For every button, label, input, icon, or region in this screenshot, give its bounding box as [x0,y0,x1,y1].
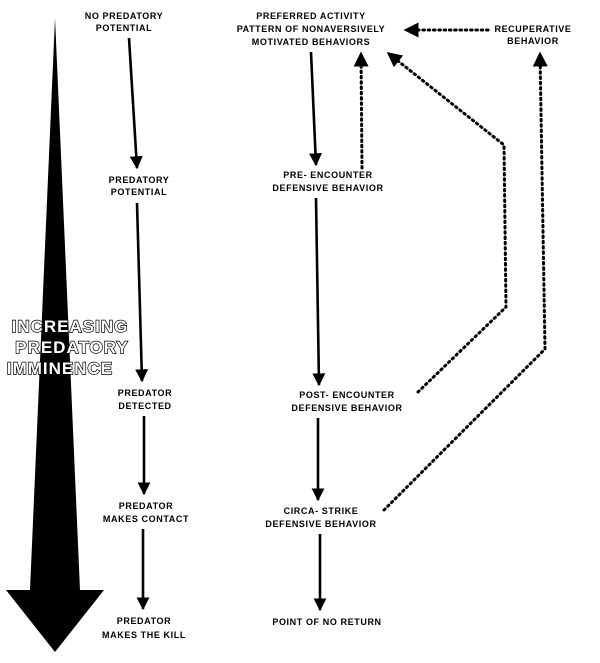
imminence-line-2: PREDATORY [15,338,129,357]
node-predator-kill-line-2: MAKES THE KILL [102,630,186,640]
node-preferred-activity-line-3: MOTIVATED BEHAVIORS [252,37,370,47]
imminence-line-1: INCREASING [12,317,129,336]
node-point-of-no-return: POINT OF NO RETURN [272,617,381,627]
imminence-arrow [6,18,104,652]
node-predator-detected-line-1: PREDATOR [118,388,172,398]
node-pre-encounter-line-1: PRE- ENCOUNTER [283,170,372,180]
arrow-predator-1 [127,37,143,170]
node-preferred-activity-line-1: PREFERRED ACTIVITY [256,11,365,21]
node-predatory-potential-line-2: POTENTIAL [111,187,167,197]
node-predator-contact-line-1: PREDATOR [119,501,173,511]
predator-column: NO PREDATORY POTENTIAL PREDATORY POTENTI… [85,11,189,640]
imminence-line-3: IMMINENCE [7,359,113,378]
node-preferred-activity-line-2: PATTERN OF NONAVERSIVELY [237,24,386,34]
node-no-predatory-potential-line-2: POTENTIAL [96,23,152,33]
node-predator-contact-line-2: MAKES CONTACT [103,514,189,524]
node-circa-strike-line-1: CIRCA- STRIKE [284,506,359,516]
arrow-defense-2 [312,197,326,387]
arrow-predator-2 [135,202,149,383]
node-post-encounter-line-2: DEFENSIVE BEHAVIOR [291,403,402,413]
node-predatory-potential-line-1: PREDATORY [109,175,170,185]
dotted-arrow-post-to-preferred [386,51,508,394]
node-predator-detected-line-2: DETECTED [118,401,171,411]
node-predator-kill-line-1: PREDATOR [117,616,171,626]
node-no-predatory-potential-line-1: NO PREDATORY [85,11,164,21]
imminence-label: INCREASING PREDATORY IMMINENCE [6,316,129,378]
node-circa-strike-line-2: DEFENSIVE BEHAVIOR [265,519,376,529]
node-pre-encounter-line-2: DEFENSIVE BEHAVIOR [272,183,383,193]
dotted-arrow-pre-to-preferred [353,51,369,170]
node-recuperative-line-1: RECUPERATIVE [494,24,571,34]
recuperative-node: RECUPERATIVE BEHAVIOR [494,24,571,46]
dotted-arrow-circa-to-recuperative [382,51,548,512]
node-post-encounter-line-1: POST- ENCOUNTER [299,390,395,400]
arrow-defense-1 [308,51,322,167]
node-recuperative-line-2: BEHAVIOR [507,36,559,46]
defense-column: PREFERRED ACTIVITY PATTERN OF NONAVERSIV… [237,11,402,627]
feedback-arrows [353,22,548,512]
